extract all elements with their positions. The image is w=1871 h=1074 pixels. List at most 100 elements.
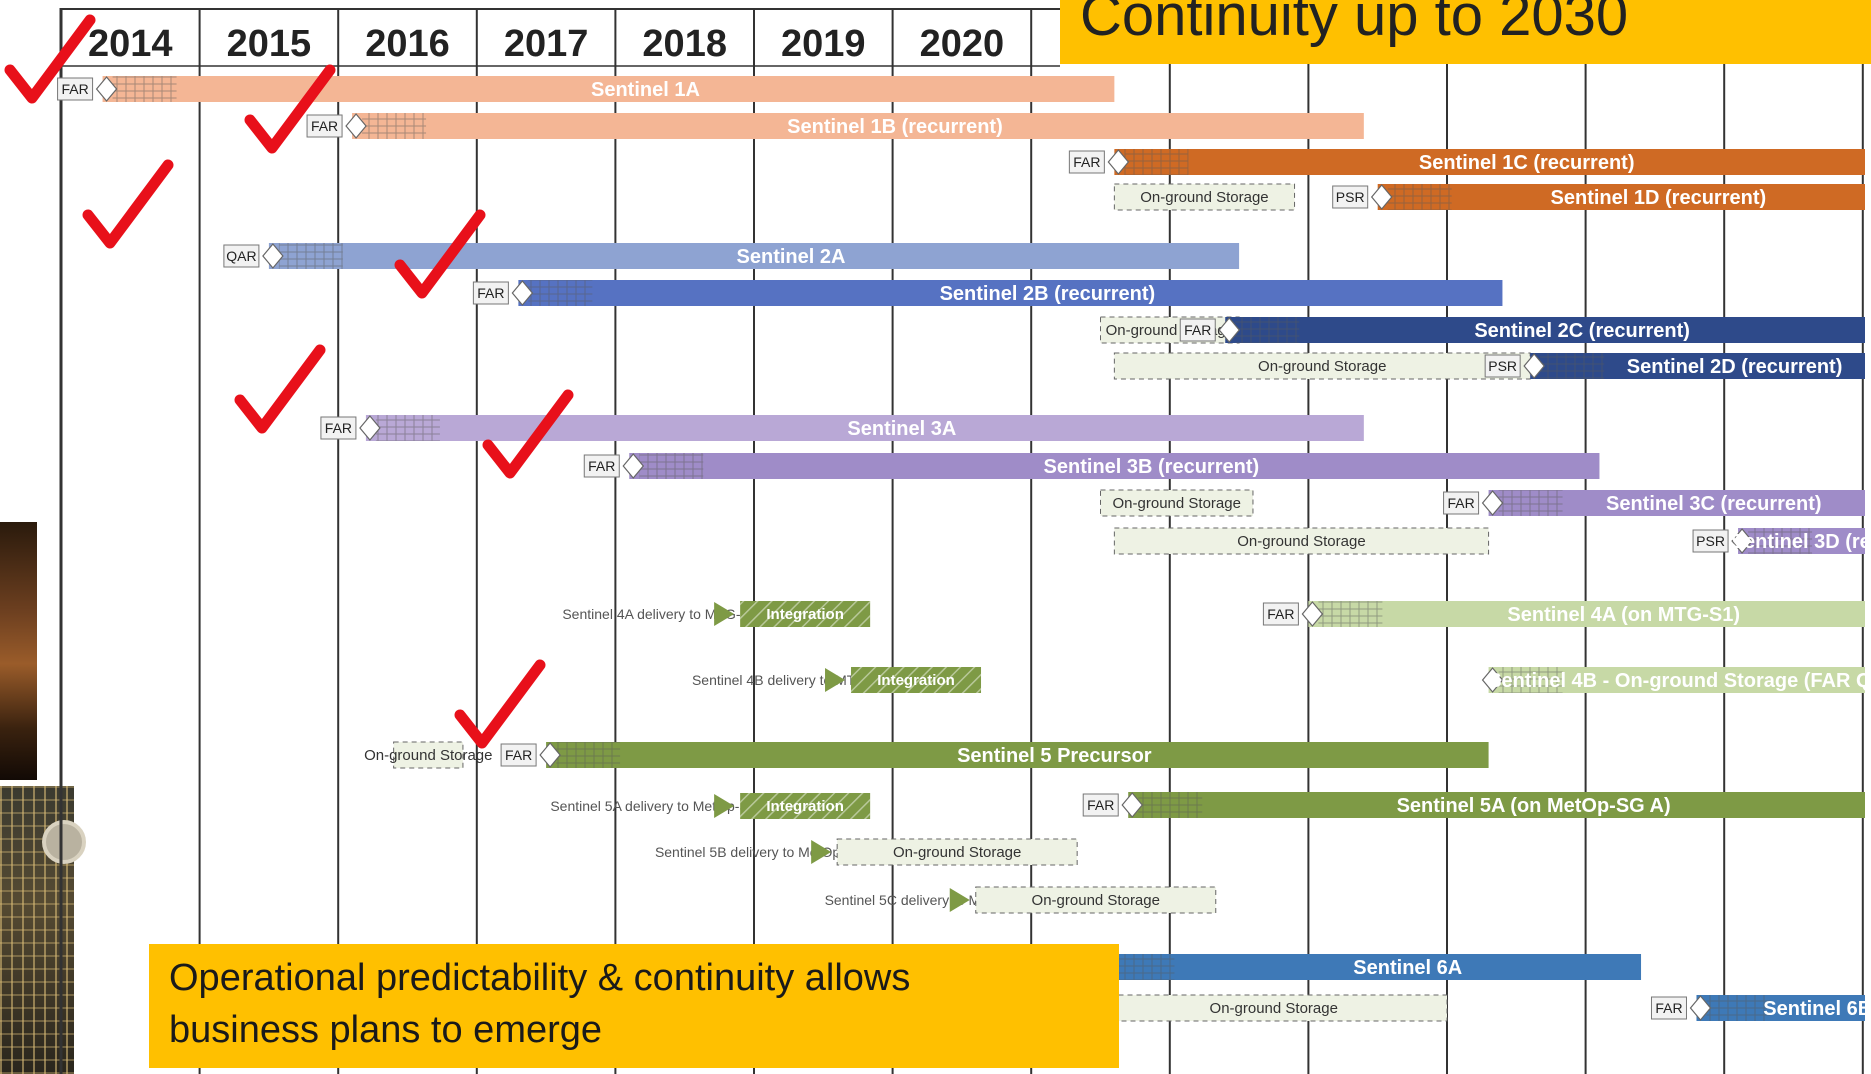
bar-sentinel-3c-recurrent-commissioning [1498,490,1563,516]
check-mark-icon [454,659,546,749]
bar-sentinel-1a-launch-marker [95,76,118,102]
bar-sentinel-2a-milestone-box [223,244,260,268]
bar-sentinel-2a-commissioning [278,243,343,269]
bar-sentinel-3b-recurrent-label: Sentinel 3B (recurrent) [1044,456,1260,478]
bar-sentinel-6b-milestone-box [1650,996,1687,1020]
bar-sentinel-2c-recurrent-launch-marker [1218,317,1241,343]
bar-sentinel-1b-recurrent-label: Sentinel 1B (recurrent) [787,116,1003,138]
bar-sentinel-6b-storage-box [1100,994,1448,1022]
bar-sentinel-2c-recurrent-storage-box [1100,316,1240,344]
footer-line-1: Operational predictability & continuity … [169,957,911,999]
bar-sentinel-5-precursor-launch-marker [539,742,561,768]
year-tick-label: 2016 [365,23,450,65]
bar-sentinel-1a-milestone-box [57,77,94,101]
title-banner [1060,0,1871,64]
logo-disc-icon [42,820,86,864]
year-tick-label: 2017 [504,23,589,65]
bar-sentinel-1d-recurrent-storage-label: On-ground Storage [1140,189,1268,206]
bar-sentinel-6b-commissioning [1706,995,1771,1021]
bar-sentinel-3b-recurrent-milestone-label: FAR [588,458,615,474]
delivery-2-arrow-icon [825,668,846,692]
bar-sentinel-3a-commissioning [375,415,440,441]
bar-sentinel-3a-launch-marker [359,415,381,441]
bar-sentinel-3d-recurrent-storage-box [1113,527,1490,555]
delivery-1-action-label: Integration [766,606,844,623]
delivery-1-action-hatch [740,601,871,627]
bar-sentinel-1c-recurrent-launch-marker [1107,149,1130,175]
bar-sentinel-2a-milestone-label: QAR [226,248,256,264]
bar-sentinel-2c-recurrent [1225,317,1865,343]
bar-sentinel-2d-recurrent-commissioning [1540,353,1605,379]
bar-sentinel-3a-milestone-box [320,416,357,440]
year-tick-label: 2014 [88,23,173,65]
bar-sentinel-3c-recurrent-milestone-box [1443,491,1480,515]
bar-sentinel-3d-recurrent-milestone-box [1692,529,1729,553]
bar-sentinel-5a-on-metop-sg-a-launch-marker [1121,792,1144,818]
bar-sentinel-1c-recurrent-milestone-box [1068,150,1105,174]
bar-sentinel-3c-recurrent-storage-label: On-ground Storage [1113,495,1241,512]
bar-sentinel-3b-recurrent-milestone-box [583,454,620,478]
bar-sentinel-2c-recurrent-milestone-box [1179,318,1216,342]
bar-sentinel-2b-recurrent-commissioning [528,280,593,306]
delivery-4-label: Sentinel 5B delivery to MetOp-SG [655,844,865,860]
bar-sentinel-1c-recurrent-commissioning [1124,149,1189,175]
bar-sentinel-4a-on-mtg-s1-commissioning [1318,601,1383,627]
bar-sentinel-2d-recurrent-storage-label: On-ground Storage [1258,358,1386,375]
bar-sentinel-3a-milestone-label: FAR [325,420,352,436]
bar-sentinel-3c-recurrent-launch-marker [1481,490,1504,516]
bar-sentinel-1d-recurrent-commissioning [1387,184,1452,210]
bar-sentinel-2a [268,243,1240,269]
bar-sentinel-2c-recurrent-commissioning [1235,317,1300,343]
bar-sentinel-3d-recurrent-commissioning [1748,528,1813,554]
check-mark-icon [244,64,336,154]
delivery-1-label: Sentinel 4A delivery to MTG-S1 [562,606,758,622]
bar-sentinel-4a-on-mtg-s1-label: Sentinel 4A (on MTG-S1) [1507,604,1740,626]
delivery-4-action-box [836,838,1078,866]
bar-sentinel-6a-commissioning [1110,954,1175,980]
bar-sentinel-6b-label: Sentinel 6B [1763,998,1871,1020]
check-mark-icon [482,389,574,479]
delivery-5-action-label: On-ground Storage [1032,892,1160,909]
delivery-5-action-box [975,886,1217,914]
bar-sentinel-2d-recurrent-label: Sentinel 2D (recurrent) [1627,356,1843,378]
year-tick-label: 2015 [227,23,312,65]
bar-sentinel-1c-recurrent-milestone-label: FAR [1073,154,1100,170]
bar-sentinel-1a-label: Sentinel 1A [591,79,700,101]
bar-sentinel-4a-on-mtg-s1-milestone-label: FAR [1267,606,1294,622]
year-tick-label: 2020 [920,23,1005,65]
bar-sentinel-1a-milestone-label: FAR [61,81,88,97]
delivery-4-action-label: On-ground Storage [893,844,1021,861]
photo-launch-glow [0,522,37,780]
bar-sentinel-1a [102,76,1115,102]
delivery-3-arrow-icon [714,794,735,818]
delivery-5-arrow-icon [949,888,970,912]
bar-sentinel-2b-recurrent-launch-marker [511,280,534,306]
footer-line-2: business plans to emerge [169,1009,603,1051]
bar-sentinel-1b-recurrent-commissioning [362,113,427,139]
bar-sentinel-6b-storage-label: On-ground Storage [1210,1000,1338,1017]
bar-sentinel-6a-label: Sentinel 6A [1353,957,1462,979]
delivery-3-label: Sentinel 5A delivery to MetOp-SG [550,798,759,814]
bar-sentinel-4b-on-ground-storage-far-q1-2029-label: Sentinel 4B - On-ground Storage (FAR Q1/… [1488,670,1871,692]
page-title: Continuity up to 2030 [1080,0,1629,48]
bar-sentinel-5-precursor-milestone-label: FAR [505,747,532,763]
bar-sentinel-2b-recurrent-milestone-box [472,281,509,305]
bar-sentinel-3c-recurrent-milestone-label: FAR [1447,495,1474,511]
bar-sentinel-6b-launch-marker [1689,995,1712,1021]
bar-sentinel-3c-recurrent-storage-box [1100,489,1254,517]
bar-sentinel-1b-recurrent-milestone-label: FAR [311,118,338,134]
bar-sentinel-4a-on-mtg-s1-milestone-box [1262,602,1299,626]
bar-sentinel-3b-recurrent [629,453,1600,479]
bar-sentinel-1c-recurrent [1114,149,1865,175]
bar-sentinel-3d-recurrent-label: Sentinel 3D (recurrent) [1731,531,1871,553]
bar-sentinel-2c-recurrent-label: Sentinel 2C (recurrent) [1474,320,1690,342]
bar-sentinel-5-precursor-milestone-box [500,743,537,767]
delivery-3-action-hatch [740,793,871,819]
bar-sentinel-1d-recurrent [1377,184,1865,210]
bar-sentinel-2a-launch-marker [262,243,284,269]
bar-sentinel-1c-recurrent-label: Sentinel 1C (recurrent) [1419,152,1635,174]
bar-sentinel-3a-label: Sentinel 3A [847,418,956,440]
bar-sentinel-1d-recurrent-label: Sentinel 1D (recurrent) [1551,187,1767,209]
bar-sentinel-1b-recurrent [352,113,1364,139]
